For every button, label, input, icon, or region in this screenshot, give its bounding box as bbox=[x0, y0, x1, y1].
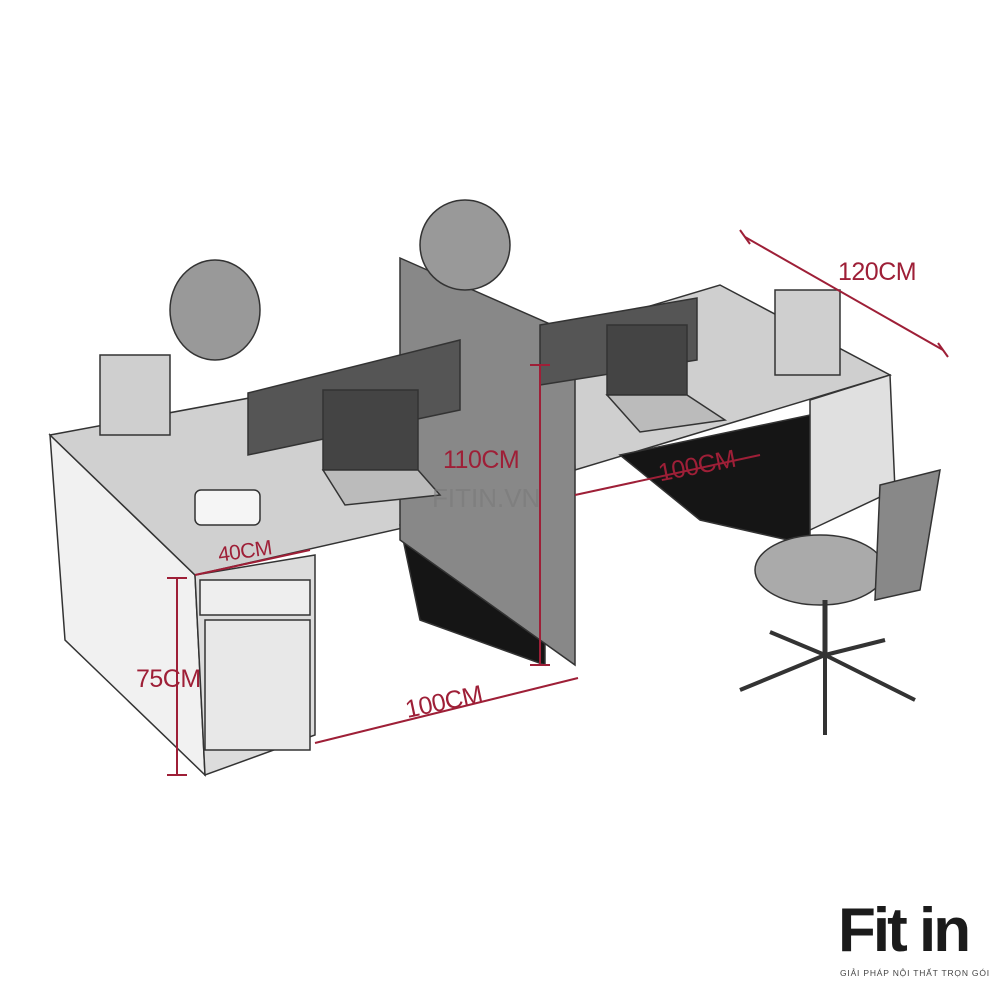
dimension-lines bbox=[167, 229, 949, 776]
brand-tagline: GIẢI PHÁP NỘI THẤT TRỌN GÓI bbox=[840, 968, 990, 978]
office-chair bbox=[754, 534, 886, 606]
watermark: FITIN.VN bbox=[432, 483, 541, 513]
depth-label: 120CM bbox=[838, 258, 917, 286]
divider-height-label: 110CM bbox=[443, 446, 520, 474]
laptop-right bbox=[606, 324, 688, 396]
chair-back-left bbox=[169, 259, 261, 361]
desk-height-label: 75CM bbox=[136, 665, 201, 693]
brand-logo: Fit in bbox=[838, 896, 971, 965]
chair-back-middle bbox=[419, 199, 511, 291]
laptop-left bbox=[322, 389, 419, 471]
